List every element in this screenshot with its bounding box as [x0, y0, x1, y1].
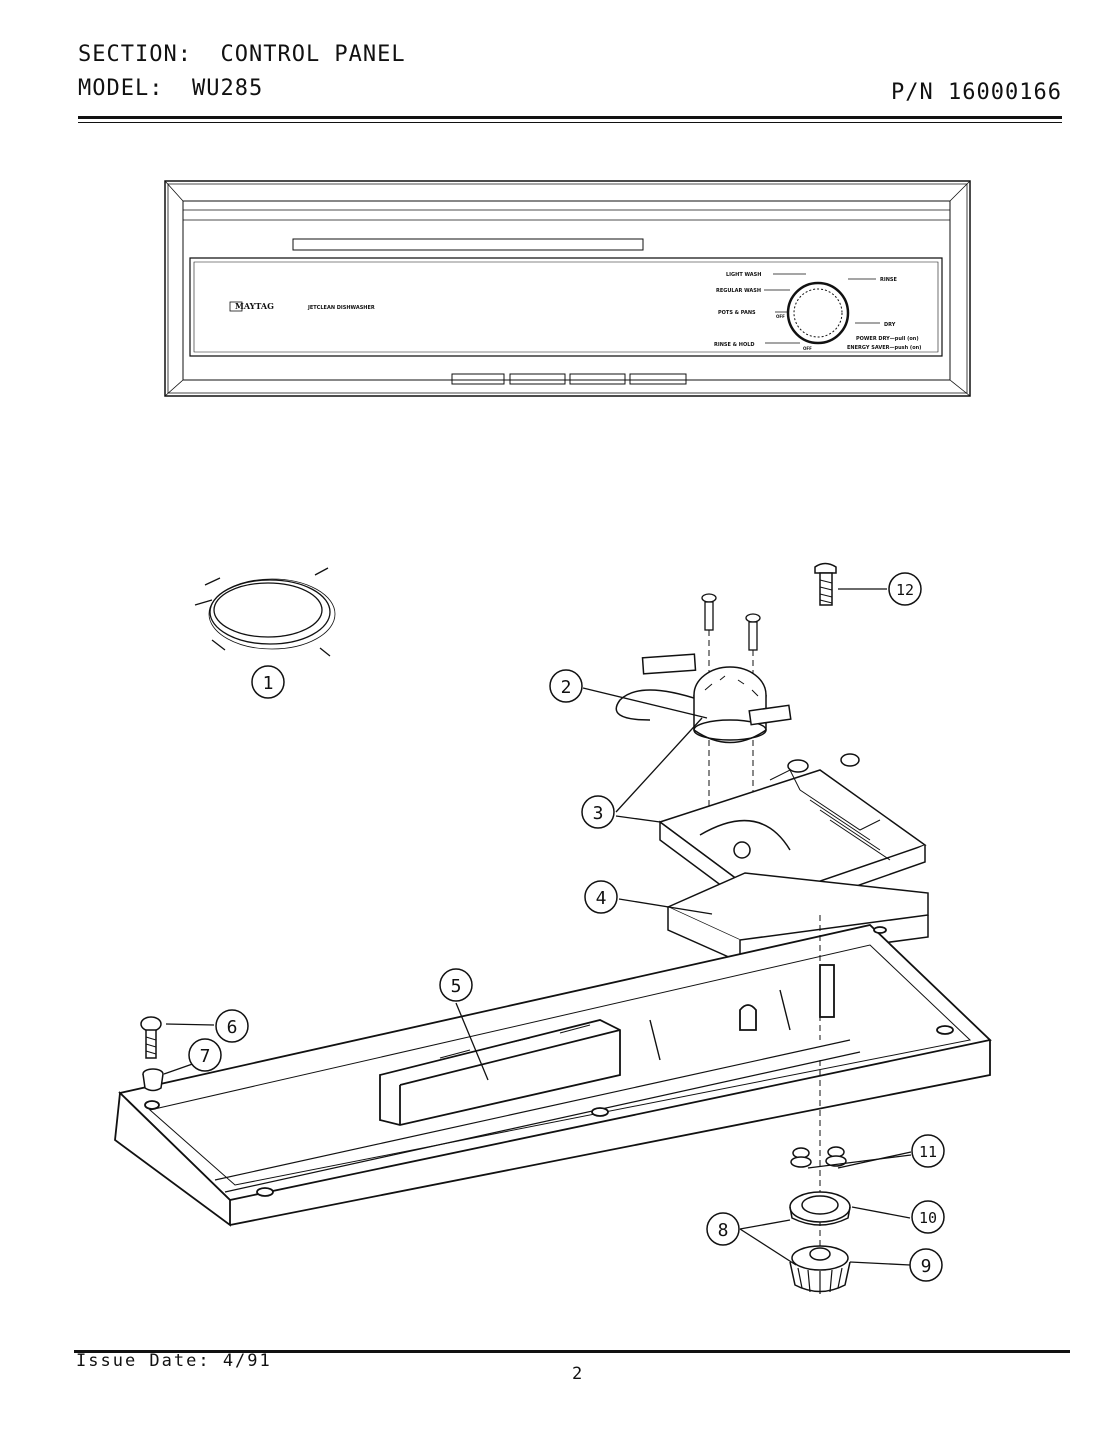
- brand-logo: MAYTAG: [235, 301, 274, 311]
- callout-5-label: 5: [451, 976, 462, 997]
- option-power-dry: POWER DRY—pull (on): [856, 336, 919, 342]
- screw-part-12: [814, 562, 837, 606]
- cycle-rinse: RINSE: [880, 277, 897, 283]
- callout-8-label: 8: [718, 1220, 729, 1241]
- callout-7-label: 7: [200, 1046, 211, 1067]
- section-label: SECTION:: [78, 42, 192, 67]
- plug-part-7: [142, 1068, 164, 1092]
- control-panel-front-view: [164, 180, 971, 397]
- footer-rule: [74, 1350, 1070, 1353]
- dial-mark-off-2: OFF: [803, 346, 812, 351]
- callout-2: 2: [549, 669, 583, 703]
- issue-date: Issue Date: 4/91: [76, 1351, 272, 1371]
- model-value: WU285: [191, 76, 264, 101]
- callout-10: 10: [911, 1200, 945, 1234]
- brand-logo-box: [229, 301, 243, 312]
- callout-8: 8: [706, 1212, 740, 1246]
- cycle-light-wash: LIGHT WASH: [726, 272, 761, 278]
- product-name: JETCLEAN DISHWASHER: [307, 305, 375, 311]
- dial-mark-off-1: OFF: [776, 314, 785, 319]
- callout-12: 12: [888, 572, 922, 606]
- cycle-pots-pans: POTS & PANS: [718, 310, 756, 316]
- wire-harness: [194, 567, 336, 657]
- callout-11-label: 11: [919, 1143, 937, 1161]
- callout-6: 6: [215, 1009, 249, 1043]
- model-label: MODEL:: [78, 76, 164, 101]
- cycle-rinse-hold: RINSE & HOLD: [714, 342, 755, 348]
- callout-9: 9: [909, 1248, 943, 1282]
- header-rule-thin: [78, 122, 1062, 123]
- model-heading: MODEL: WU285: [78, 76, 263, 101]
- timer-motor: [615, 653, 792, 744]
- part-number: P/N 16000166: [891, 80, 1062, 105]
- cycle-regular-wash: REGULAR WASH: [716, 288, 761, 294]
- section-value: CONTROL PANEL: [220, 42, 406, 67]
- callout-1-label: 1: [263, 673, 274, 694]
- option-energy-saver: ENERGY SAVER—push (on): [847, 345, 921, 351]
- callout-4-label: 4: [596, 888, 607, 909]
- callout-6-label: 6: [227, 1017, 238, 1038]
- cycle-dry: DRY: [884, 322, 896, 328]
- page-number: 2: [572, 1364, 583, 1384]
- callout-3-label: 3: [593, 803, 604, 824]
- callout-3: 3: [581, 795, 615, 829]
- timer-screws: [701, 593, 761, 860]
- callout-1: 1: [251, 665, 285, 699]
- screw-part-6: [140, 1016, 162, 1059]
- callout-9-label: 9: [921, 1256, 932, 1277]
- callout-11: 11: [911, 1134, 945, 1168]
- callout-12-label: 12: [896, 581, 914, 599]
- knob-assembly: [789, 1060, 851, 1294]
- callout-5: 5: [439, 968, 473, 1002]
- callout-10-label: 10: [919, 1209, 937, 1227]
- section-heading: SECTION: CONTROL PANEL: [78, 42, 406, 67]
- console-tray: [114, 915, 992, 1227]
- callout-4: 4: [584, 880, 618, 914]
- callout-7: 7: [188, 1038, 222, 1072]
- callout-2-label: 2: [561, 677, 572, 698]
- header-rule: [78, 116, 1062, 119]
